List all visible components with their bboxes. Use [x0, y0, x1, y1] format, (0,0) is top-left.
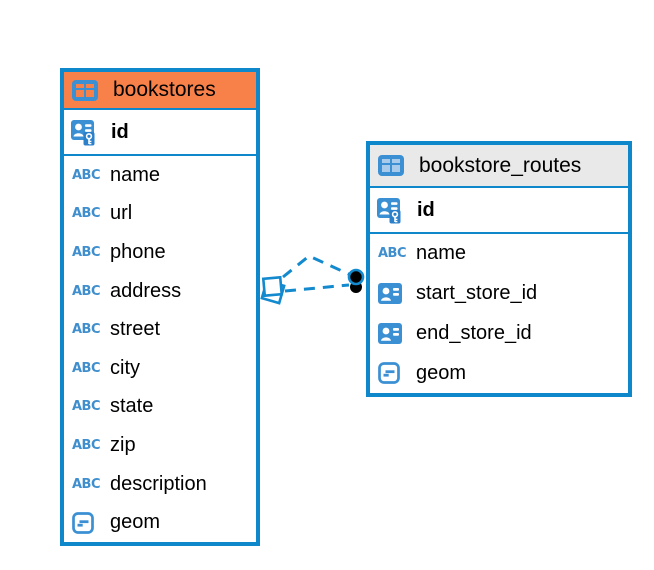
foreign-key-icon [378, 283, 410, 305]
text-type-icon: ABC [72, 360, 101, 376]
text-type-icon: ABC [72, 437, 101, 453]
column-row[interactable]: ABC phone [64, 233, 256, 272]
column-name: geom [110, 511, 161, 534]
primary-key-icon [377, 197, 409, 224]
column-name: description [110, 472, 207, 495]
primary-key-name: id [111, 120, 129, 143]
column-row[interactable]: ABC name [64, 156, 256, 195]
table-bookstore-routes[interactable]: bookstore_routes id ABC name start_store_i… [366, 141, 632, 397]
table-header-bookstores[interactable]: bookstores [64, 72, 256, 110]
geometry-type-icon [72, 511, 104, 534]
table-title: bookstores [113, 78, 216, 101]
relationship-line[interactable] [282, 254, 354, 279]
table-icon [378, 155, 410, 176]
column-name: end_store_id [416, 321, 532, 344]
table-icon [72, 79, 104, 101]
text-type-icon: ABC [72, 476, 101, 492]
column-name: zip [110, 433, 136, 456]
column-row[interactable]: ABC zip [64, 426, 256, 465]
text-type-icon: ABC [72, 322, 101, 338]
column-row[interactable]: end_store_id [370, 314, 628, 354]
column-row[interactable]: ABC city [64, 349, 256, 388]
column-row[interactable]: start_store_id [370, 274, 628, 314]
column-name: url [110, 202, 133, 225]
relationship-link-lower[interactable] [284, 283, 350, 293]
column-row[interactable]: ABC description [64, 465, 256, 504]
relationship-diamond-marker[interactable] [260, 275, 286, 305]
column-row[interactable]: geom [370, 353, 628, 393]
text-type-icon: ABC [72, 167, 101, 183]
column-name: street [110, 318, 161, 341]
text-type-icon: ABC [72, 206, 101, 222]
column-row[interactable]: ABC street [64, 310, 256, 349]
table-header-bookstore-routes[interactable]: bookstore_routes [370, 145, 628, 188]
text-type-icon: ABC [72, 399, 101, 415]
relationship-dot-marker[interactable] [347, 268, 365, 293]
text-type-icon: ABC [378, 246, 407, 262]
column-row[interactable]: ABC name [370, 234, 628, 274]
table-title: bookstore_routes [419, 153, 582, 177]
column-name: state [110, 395, 154, 418]
column-name: phone [110, 240, 166, 263]
relationship-line[interactable] [284, 283, 350, 293]
column-name: city [110, 356, 140, 379]
column-name: start_store_id [416, 282, 538, 305]
primary-key-icon [71, 119, 103, 146]
primary-key-name: id [417, 198, 435, 221]
column-row[interactable]: ABC address [64, 272, 256, 311]
column-name: name [110, 163, 161, 186]
primary-key-row[interactable]: id [370, 188, 628, 234]
column-name: address [110, 279, 182, 302]
diamond-front [261, 275, 284, 298]
foreign-key-icon [378, 322, 410, 344]
dot-front [347, 268, 365, 286]
column-row[interactable]: geom [64, 503, 256, 542]
text-type-icon: ABC [72, 244, 101, 260]
column-row[interactable]: ABC state [64, 388, 256, 427]
column-row[interactable]: ABC url [64, 195, 256, 234]
column-name: geom [416, 361, 467, 384]
column-name: name [416, 242, 467, 265]
geometry-type-icon [378, 362, 410, 384]
relationship-link-upper[interactable] [282, 254, 354, 279]
primary-key-row[interactable]: id [64, 110, 256, 156]
text-type-icon: ABC [72, 283, 101, 299]
